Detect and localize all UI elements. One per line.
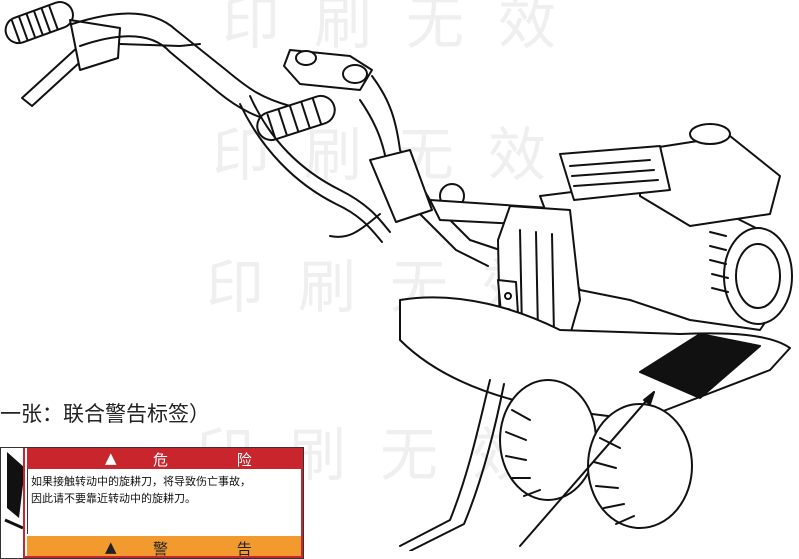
danger-message: 如果接触转动中的旋耕刀，将导致伤亡事故， 因此请不要靠近转动中的旋耕刀。 (31, 473, 251, 507)
danger-line-1: 如果接触转动中的旋耕刀，将导致伤亡事故， (31, 475, 251, 488)
warning-triangle-icon: ▲ (105, 538, 117, 556)
warning-title: 警 告 (153, 540, 284, 558)
left-grip (4, 1, 74, 45)
warning-label: ▲ 危 险 如果接触转动中的旋耕刀，将导致伤亡事故， 因此请不要靠近转动中的旋耕… (0, 447, 304, 559)
danger-line-2: 因此请不要靠近转动中的旋耕刀。 (31, 492, 196, 505)
caption-text: 一张：联合警告标签） (0, 402, 210, 426)
danger-title: 危 险 (153, 451, 284, 469)
warning-header: ▲ 警 告 (27, 536, 303, 558)
hazard-pictogram (1, 448, 28, 534)
danger-triangle-icon: ▲ (105, 449, 117, 467)
danger-header: ▲ 危 险 (27, 448, 303, 469)
